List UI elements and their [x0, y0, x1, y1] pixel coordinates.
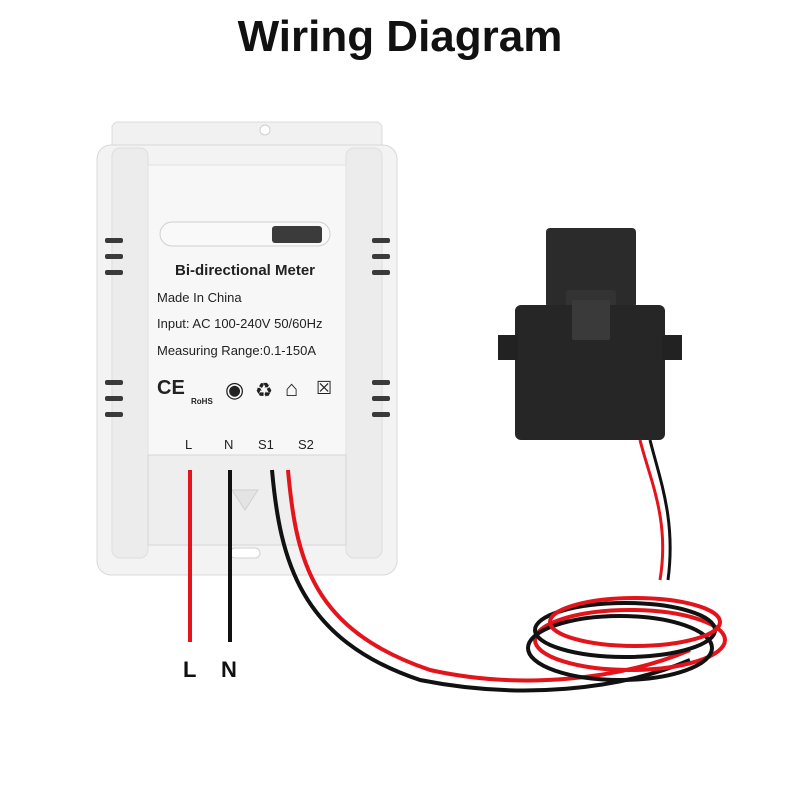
ce-icon: CE — [157, 377, 185, 399]
wire-label-l: L — [183, 657, 197, 682]
rohs-icon: RoHS — [191, 397, 213, 406]
meter-origin: Made In China — [157, 290, 242, 305]
terminal-label-l: L — [185, 437, 193, 452]
meter-input-spec: Input: AC 100-240V 50/60Hz — [157, 316, 323, 331]
wire-label-n: N — [221, 657, 237, 682]
green-dot-icon: ◉ — [225, 377, 245, 402]
current-clamp — [498, 228, 682, 440]
weee-bin-icon: ☒ — [316, 378, 333, 398]
terminal-label-n: N — [224, 437, 234, 452]
home-icon: ⌂ — [285, 376, 299, 401]
terminal-label-s2: S2 — [298, 437, 314, 452]
diagram-title: Wiring Diagram — [237, 12, 563, 61]
meter-range-spec: Measuring Range:0.1-150A — [157, 343, 316, 358]
meter-body — [96, 121, 398, 576]
terminal-label-s1: S1 — [258, 437, 274, 452]
meter-name: Bi-directional Meter — [175, 262, 316, 279]
recycle-icon: ♻ — [255, 380, 273, 402]
